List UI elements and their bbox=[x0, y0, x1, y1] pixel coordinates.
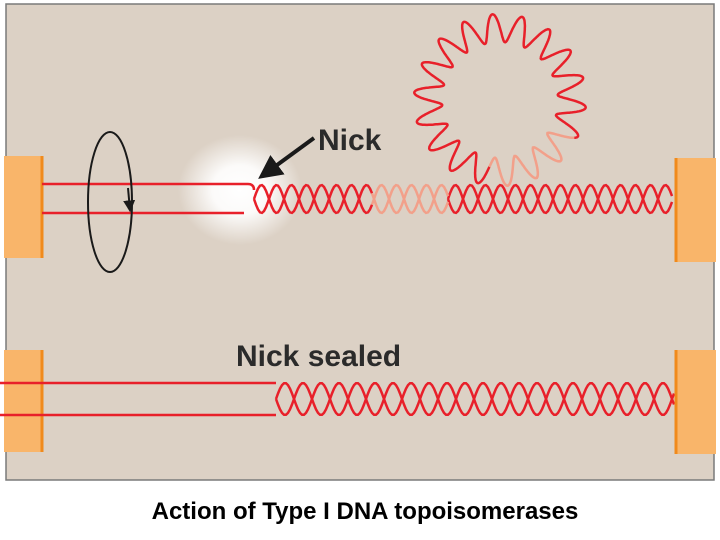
rotation-arrow-icon bbox=[87, 131, 136, 273]
top-left-anchor bbox=[4, 156, 42, 258]
nick-glow bbox=[178, 135, 302, 245]
top-right-anchor bbox=[676, 158, 716, 262]
top-dna bbox=[4, 13, 716, 262]
pointer-arrow-icon bbox=[258, 136, 316, 179]
bottom-helix-strand-b bbox=[274, 381, 676, 417]
top-helix-faded-a bbox=[370, 183, 450, 215]
supercoil-loop bbox=[413, 13, 587, 185]
panel-background bbox=[5, 3, 715, 481]
top-helix-strand-a bbox=[252, 183, 674, 215]
bottom-dna bbox=[0, 350, 716, 454]
top-strand-upper bbox=[42, 182, 256, 191]
bottom-helix-strand-a bbox=[274, 381, 676, 417]
label-nick: Nick bbox=[318, 124, 382, 157]
figure-caption: Action of Type I DNA topoisomerases bbox=[151, 498, 579, 525]
topoisomerase-diagram: Nick Nick sealed bbox=[0, 3, 716, 481]
top-helix-faded-b bbox=[370, 183, 450, 215]
bottom-left-anchor bbox=[4, 350, 42, 452]
supercoil-loop-faded bbox=[488, 131, 575, 187]
top-helix-strand-b bbox=[252, 183, 674, 215]
bottom-right-anchor bbox=[676, 350, 716, 454]
label-nick-sealed: Nick sealed bbox=[236, 340, 401, 373]
